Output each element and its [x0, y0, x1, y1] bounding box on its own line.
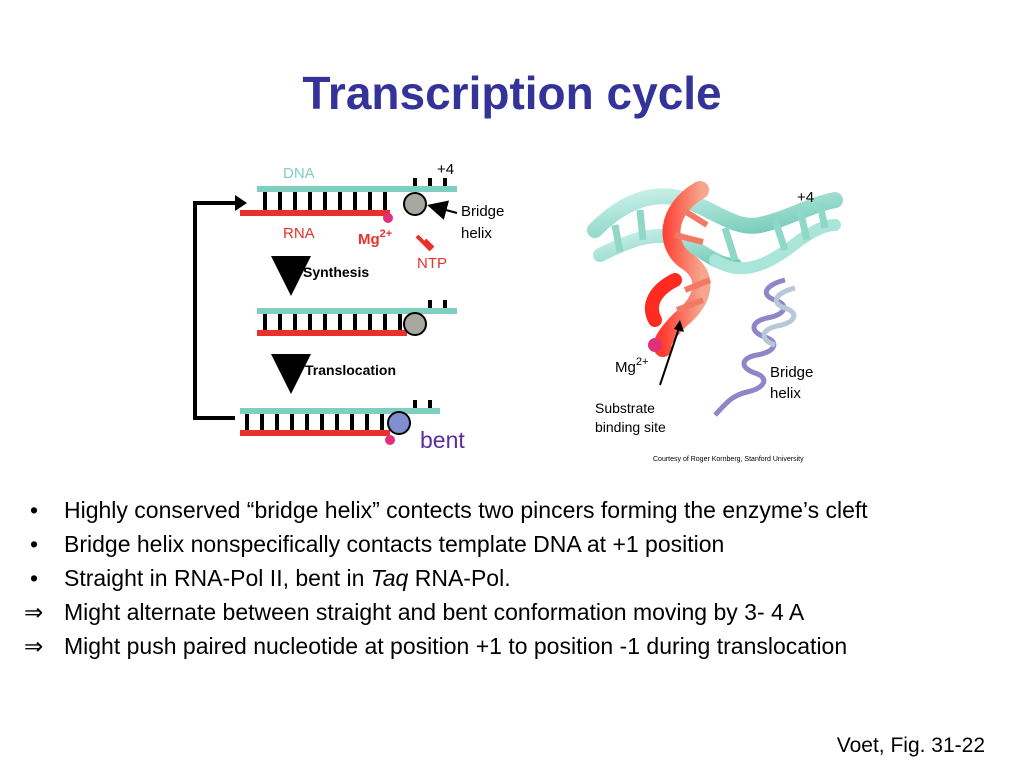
bridge-helix-structure-illustration: +4 Mg2+ Bridge helix Substrate binding s… [587, 181, 843, 463]
base-pairs [245, 414, 384, 430]
rna-strand [257, 330, 407, 336]
figure-source: Voet, Fig. 31-22 [836, 734, 985, 757]
bent-label: bent [420, 427, 465, 453]
transcription-cycle-schematic: DNA +4 RNA Mg2+ Bridge helix NTP Synthes… [193, 161, 504, 453]
mg-label: Mg2+ [358, 228, 392, 248]
bridge-helix-coil [713, 277, 797, 417]
dna-strand [257, 186, 457, 192]
taq-italic: Taq [370, 565, 409, 591]
mg-arrowhead [674, 320, 684, 332]
unpaired-bases [428, 300, 447, 308]
bridge-helix-bent [387, 411, 411, 435]
base-pairs [263, 192, 387, 210]
dna-label: DNA [283, 165, 315, 182]
mg-ion [385, 435, 395, 445]
implication-item: ⇒Might alternate between straight and be… [24, 599, 805, 625]
bullet-item: •Highly conserved “bridge helix” contect… [30, 497, 868, 523]
bridge-label-line2: helix [461, 225, 492, 242]
structure-mg-label: Mg2+ [615, 356, 648, 376]
complex-row-1: DNA +4 RNA Mg2+ Bridge helix NTP [240, 161, 504, 272]
translocation-label: Translocation [305, 362, 396, 378]
cycle-return-arrow [193, 201, 235, 420]
image-credit: Courtesy of Roger Kornberg, Stanford Uni… [653, 456, 804, 463]
ntp-label: NTP [417, 255, 447, 272]
unpaired-bases [413, 400, 432, 408]
slide-title: Transcription cycle [302, 67, 722, 119]
mg-ion [648, 338, 662, 352]
rna-strand [240, 210, 390, 216]
bridge-label-line1: Bridge [461, 203, 504, 220]
bridge-helix-straight [403, 312, 427, 336]
rna-label: RNA [283, 225, 315, 242]
base-pairs [263, 314, 402, 330]
mg-arrow [659, 324, 681, 386]
dna-strand [257, 308, 457, 314]
structure-bridge-label-line2: helix [770, 385, 801, 402]
synthesis-label: Synthesis [303, 264, 369, 280]
plus4-label: +4 [437, 161, 454, 178]
rna-strand [240, 430, 390, 436]
bridge-label-arrow [427, 200, 458, 220]
structure-bridge-label-line1: Bridge [770, 364, 813, 381]
implication-item: ⇒Might push paired nucleotide at positio… [24, 633, 848, 659]
unpaired-bases [413, 178, 447, 186]
substrate-label-line2: binding site [595, 419, 666, 435]
dna-double-helix [587, 188, 843, 275]
complex-row-2 [257, 300, 457, 336]
bullet-list: •Highly conserved “bridge helix” contect… [24, 493, 1009, 663]
complex-row-3: bent [240, 400, 465, 453]
substrate-label-line1: Substrate [595, 400, 655, 416]
mg-ion [383, 213, 393, 223]
bridge-helix-straight [403, 192, 427, 216]
cycle-return-arrowhead [235, 195, 247, 211]
dna-strand [240, 408, 440, 414]
rna-strand [644, 181, 712, 357]
bullet-item: •Bridge helix nonspecifically contacts t… [30, 531, 725, 557]
structure-plus4-label: +4 [797, 189, 814, 206]
bullet-item: •Straight in RNA-Pol II, bent in Taq RNA… [30, 565, 511, 591]
ntp-marker-bar [423, 238, 435, 250]
ntp-marker [415, 234, 433, 252]
